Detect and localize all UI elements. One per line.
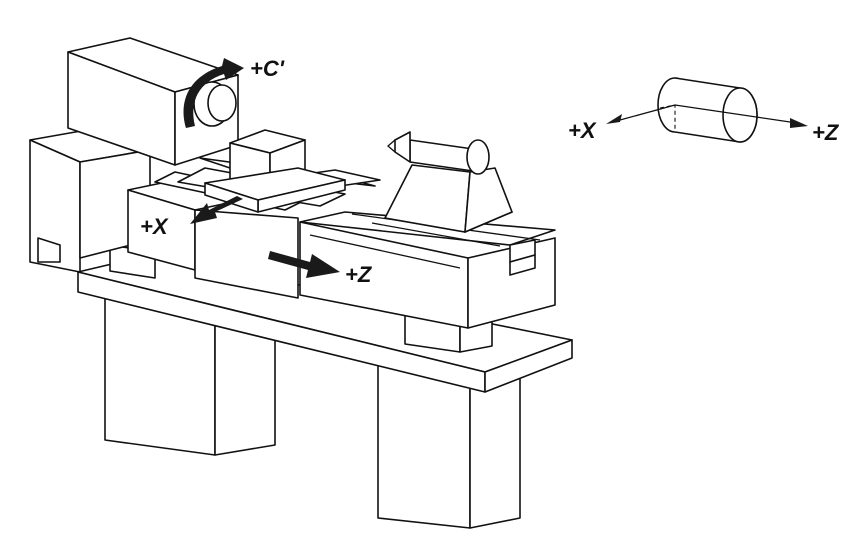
machine-z-label: +Z — [345, 262, 373, 287]
lathe-bed — [299, 211, 556, 329]
axis-z-arrow-icon — [790, 118, 808, 128]
spindle-icon — [193, 81, 237, 127]
left-pedestal — [104, 294, 276, 456]
axis-z-label: +Z — [812, 120, 840, 145]
rotation-c-arrow-icon — [183, 58, 244, 128]
tailstock — [384, 131, 513, 233]
axis-x-label: +X — [568, 118, 597, 143]
axis-cylinder-icon — [619, 77, 791, 143]
carriage-saddle — [127, 174, 299, 299]
rotation-c-label: +C' — [250, 56, 285, 81]
machine-x-label: +X — [140, 214, 169, 239]
compound-rest — [204, 167, 346, 213]
machine-z-arrow-icon — [268, 251, 340, 278]
axis-x-arrow-icon — [606, 114, 622, 124]
machine-x-arrow-icon — [190, 196, 243, 224]
